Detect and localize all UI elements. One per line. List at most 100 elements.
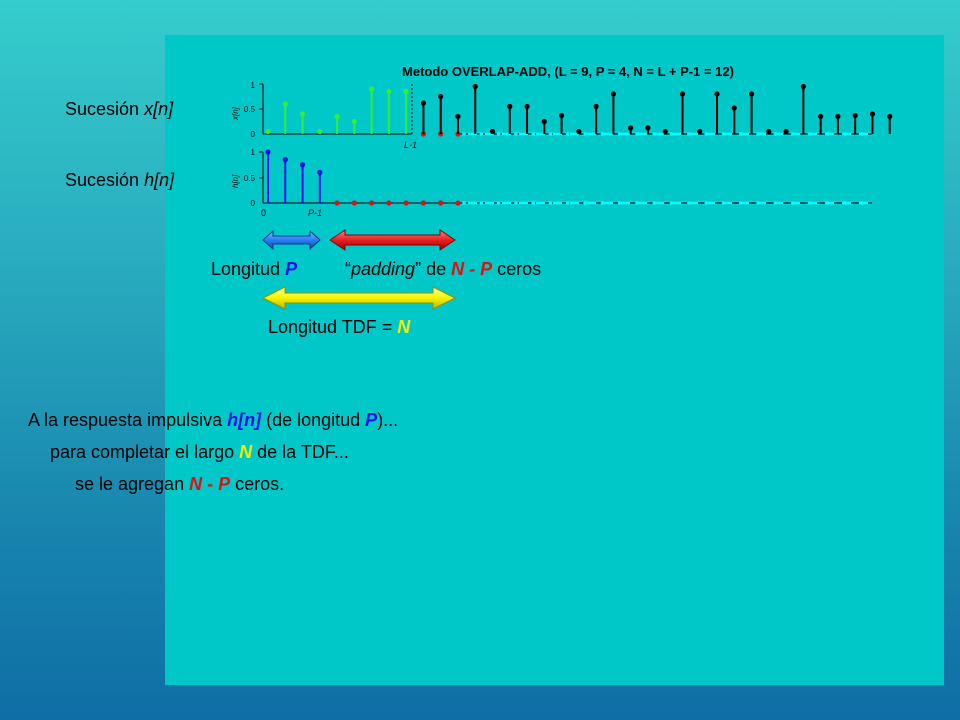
x-zero-dot	[496, 132, 501, 136]
h-axes: 1 0.5 0 h[n] 0 P-1	[231, 148, 458, 218]
h-zero-dot	[462, 201, 466, 205]
body-line-1-c: )...	[377, 410, 399, 430]
x-green-point-7	[386, 88, 392, 95]
body-line-3: se le agregan N - P ceros.	[75, 474, 284, 496]
label-length-p-text: Longitud	[211, 259, 286, 279]
body-line-2-b: de la TDF...	[252, 442, 349, 462]
h-zero-dot	[583, 201, 587, 205]
body-line-3-b: ceros.	[230, 474, 285, 494]
label-sequence-x-prefix: Sucesión	[65, 99, 145, 119]
h-zero-dot	[773, 201, 778, 205]
body-line-3-p: P	[218, 474, 231, 494]
x-black-point-13	[489, 128, 496, 135]
x-black-point-22	[645, 125, 651, 131]
body-line-1-p: P	[365, 410, 378, 430]
x-green-point-2	[299, 111, 306, 117]
h-stems	[265, 149, 872, 206]
x-xtick-l1: L-1	[404, 140, 417, 150]
x-black-point-12	[472, 83, 478, 90]
x-zero-dot	[669, 132, 674, 136]
body-line-1-a: A la respuesta impulsiva	[28, 410, 228, 430]
x-zero-dot	[808, 132, 812, 136]
x-zero-dot	[600, 132, 605, 136]
label-padding-n: N	[451, 259, 465, 279]
x-zero-dot	[635, 132, 639, 136]
x-stems	[265, 83, 893, 137]
h-zero-dot	[704, 201, 708, 205]
x-zero-dot	[583, 132, 587, 136]
h-zero-dot	[825, 201, 830, 205]
x-zero-dot	[462, 132, 466, 136]
x-zero-dot	[687, 132, 691, 136]
x-ytick-05: 0.5	[244, 105, 256, 114]
body-line-3-a: se le agregan	[75, 474, 190, 494]
h-zero-dot	[566, 201, 570, 205]
h-zero-dot	[721, 201, 726, 205]
h-red-point-5	[351, 200, 357, 206]
h-red-point-6	[369, 200, 375, 206]
h-zero-dot	[600, 201, 605, 205]
x-black-point-9	[420, 100, 427, 106]
x-black-point-16	[541, 118, 547, 125]
x-zero-dot	[704, 132, 708, 136]
h-xtick-0: 0	[261, 208, 266, 218]
x-black-point-10	[438, 93, 444, 100]
x-ytick-0: 0	[251, 130, 256, 139]
x-green-point-0	[265, 128, 271, 135]
h-xtick-p1: P-1	[308, 208, 322, 218]
h-zero-dot	[669, 201, 674, 205]
label-sequence-x-var: x[n]	[144, 99, 174, 119]
label-padding-quote-open: “	[345, 259, 351, 279]
h-zero-dot	[652, 201, 657, 205]
content-panel	[165, 35, 944, 685]
x-green-point-6	[369, 86, 375, 92]
h-blue-point-1	[282, 157, 288, 163]
x-black-point-30	[783, 128, 789, 135]
x-black-point-31	[800, 83, 806, 90]
label-padding-word: padding	[351, 259, 416, 279]
h-zero-dot	[514, 201, 518, 205]
h-ytick-0: 0	[251, 199, 256, 208]
x-black-point-36	[887, 113, 893, 120]
body-line-3-n: N	[189, 474, 203, 494]
x-black-point-20	[610, 91, 617, 97]
h-zero-dot	[739, 201, 743, 205]
x-black-point-17	[558, 112, 565, 119]
label-sequence-h-var: h[n]	[144, 170, 175, 190]
x-zero-dot	[860, 132, 864, 136]
h-zero-dot	[531, 201, 535, 205]
x-green-point-1	[282, 101, 288, 107]
x-zero-dot	[566, 132, 570, 136]
x-black-point-19	[593, 103, 599, 110]
h-ylabel: h[n]	[231, 174, 240, 188]
x-zero-dot	[790, 132, 795, 136]
h-zero-dot	[617, 201, 622, 205]
h-zero-dot	[790, 201, 795, 205]
label-padding-minus: -	[464, 259, 481, 279]
x-green-point-4	[334, 113, 340, 120]
label-length-tdf-var: N	[397, 317, 411, 337]
body-line-1-h: h[n]	[227, 410, 262, 430]
x-black-point-33	[835, 113, 841, 120]
x-zero-dot	[479, 132, 484, 136]
h-blue-point-3	[317, 169, 323, 175]
x-green-point-8	[403, 88, 409, 95]
h-red-point-7	[386, 200, 392, 206]
x-black-point-26	[714, 91, 720, 97]
h-ytick-05: 0.5	[244, 174, 256, 183]
x-zero-dot	[652, 132, 657, 136]
x-black-point-32	[818, 113, 824, 120]
x-black-point-34	[852, 112, 858, 119]
h-red-point-11	[455, 200, 461, 206]
x-black-point-11	[455, 113, 461, 120]
label-padding: “padding” de N - P ceros	[345, 259, 541, 281]
plot-title: Metodo OVERLAP-ADD, (L = 9, P = 4, N = L…	[402, 64, 734, 79]
h-red-point-9	[420, 200, 427, 206]
body-line-3-minus: -	[202, 474, 219, 494]
label-padding-end: ceros	[492, 259, 542, 279]
label-length-p: Longitud P	[211, 259, 297, 281]
label-padding-quote-close: ” de	[415, 259, 452, 279]
x-black-point-25	[697, 128, 703, 135]
h-blue-point-2	[299, 162, 306, 168]
